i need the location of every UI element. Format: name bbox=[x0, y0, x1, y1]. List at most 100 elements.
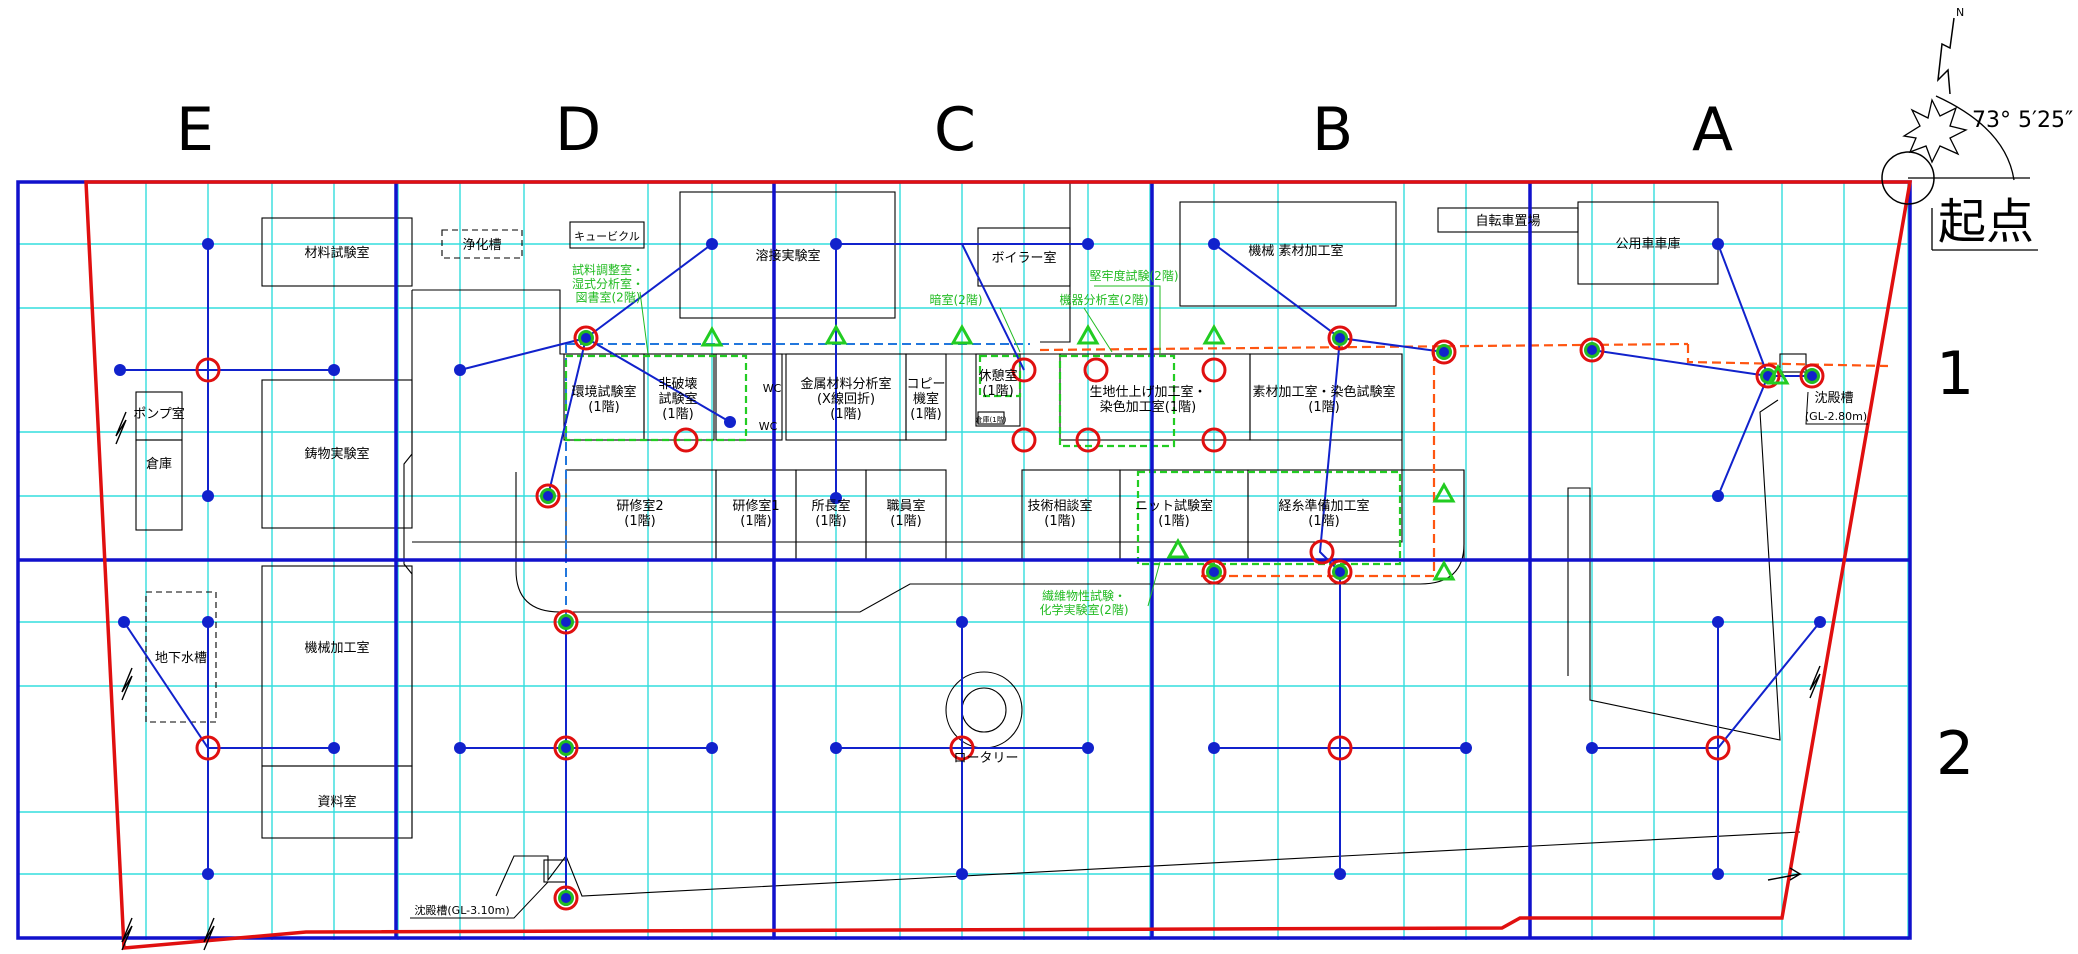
boring-point bbox=[1327, 559, 1353, 585]
sampling-point bbox=[1208, 742, 1220, 754]
compass-rose: N 73° 5′25″ 起点 bbox=[1881, 6, 2073, 251]
bearing-arc bbox=[1935, 95, 2015, 181]
seni-busei-note: 繊維物性試験・化学実験室(2階) bbox=[1040, 588, 1129, 617]
chika-label: 地下水槽 bbox=[155, 651, 207, 666]
rotary-inner bbox=[961, 687, 1007, 733]
sampling-point bbox=[1814, 616, 1826, 628]
kenro-note: 堅牢度試験(2階) bbox=[1090, 268, 1179, 283]
sampling-point bbox=[454, 364, 466, 376]
keishi-label: 経糸準備加工室(1階) bbox=[1278, 498, 1369, 529]
kiji-label: 生地仕上げ加工室・染色加工室(1階) bbox=[1089, 384, 1206, 415]
chinden-a-leader bbox=[1805, 391, 1868, 425]
sampling-point bbox=[1335, 333, 1345, 343]
survey-point-triangle bbox=[1766, 363, 1790, 385]
boring-point bbox=[1799, 363, 1825, 389]
survey-point-triangle bbox=[700, 325, 724, 347]
e1-cross bbox=[120, 244, 334, 496]
kenshu2-label: 研修室2(1階) bbox=[616, 498, 663, 529]
c2-cross bbox=[836, 622, 1088, 874]
row-label-2: 2 bbox=[1936, 719, 1974, 789]
sampling-point bbox=[1334, 868, 1346, 880]
survey-point-triangle bbox=[1202, 323, 1226, 345]
gijutsu-label: 技術相談室(1階) bbox=[1027, 498, 1092, 529]
sampling-point bbox=[114, 364, 126, 376]
north-label: N bbox=[1956, 6, 1964, 19]
sampling-point bbox=[328, 742, 340, 754]
sampling-point bbox=[1439, 347, 1449, 357]
sampling-point bbox=[328, 364, 340, 376]
e2-cross bbox=[123, 621, 334, 874]
break-icon-4 bbox=[203, 917, 215, 951]
shiryo-label: 資料室 bbox=[317, 794, 356, 810]
cubicle-label: キュービクル bbox=[574, 230, 640, 243]
site-south-road bbox=[495, 831, 1801, 897]
green-zone-4 bbox=[1136, 470, 1402, 566]
garage-label: 公用車車庫 bbox=[1615, 237, 1680, 252]
boring-point bbox=[1201, 357, 1227, 383]
kankyo-label: 環境試験室(1階) bbox=[571, 384, 636, 415]
survey-point-triangle bbox=[824, 323, 848, 345]
copy-room bbox=[905, 353, 947, 441]
green-zone-1 bbox=[564, 354, 748, 442]
markers bbox=[114, 238, 1826, 911]
chinden-a-label: 沈殿槽 bbox=[1814, 391, 1853, 406]
sampling-lines bbox=[120, 243, 1821, 900]
sampling-point bbox=[202, 238, 214, 250]
boring-point bbox=[1011, 357, 1037, 383]
column-label-b: B bbox=[1312, 95, 1353, 165]
chinden-d-leader bbox=[410, 881, 549, 919]
kiki-bunseki-note: 機器分析室(2階) bbox=[1060, 292, 1149, 307]
break-symbols bbox=[115, 411, 1821, 951]
wc-block bbox=[715, 353, 783, 441]
survey-point-triangle bbox=[1166, 537, 1190, 559]
green-zone-2 bbox=[978, 354, 1022, 398]
keishi-room bbox=[1247, 469, 1465, 561]
sampling-point bbox=[118, 616, 130, 628]
boring-point bbox=[1431, 339, 1457, 365]
a-zone-outline bbox=[1567, 399, 1781, 741]
jokaso-tank bbox=[441, 229, 523, 259]
sampling-point bbox=[1586, 742, 1598, 754]
north-arrow-icon bbox=[1937, 17, 1955, 95]
kyukei-room bbox=[975, 353, 1021, 427]
sampling-point bbox=[1208, 238, 1220, 250]
column-label-c: C bbox=[934, 95, 976, 165]
green-zone-3 bbox=[1058, 354, 1176, 448]
zairyo-room bbox=[261, 217, 413, 287]
boring-point bbox=[1327, 325, 1353, 351]
break-icon-1 bbox=[115, 411, 127, 445]
column-label-a: A bbox=[1692, 95, 1733, 165]
origin-label: 起点 bbox=[1938, 194, 2034, 250]
sampling-point bbox=[724, 416, 736, 428]
boring-point bbox=[195, 357, 221, 383]
yosetsu-room bbox=[679, 191, 896, 319]
survey-point-triangle bbox=[950, 323, 974, 345]
kenshu1-label: 研修室1(1階) bbox=[732, 498, 779, 529]
boring-point bbox=[553, 885, 579, 911]
sampling-point bbox=[561, 893, 571, 903]
survey-point-triangle bbox=[1432, 481, 1456, 503]
sampling-point bbox=[1460, 742, 1472, 754]
boring-point bbox=[573, 325, 599, 351]
sampling-point bbox=[1082, 238, 1094, 250]
d-west-wall bbox=[403, 290, 413, 838]
bearing-label: 73° 5′25″ bbox=[1972, 108, 2073, 133]
chuzo-label: 鋳物実験室 bbox=[304, 446, 369, 462]
sampling-point bbox=[1082, 742, 1094, 754]
sozai-senshoku-room bbox=[1249, 353, 1403, 441]
boring-point bbox=[1309, 539, 1335, 565]
pump-label: ポンプ室 bbox=[133, 406, 185, 422]
row-label-1: 1 bbox=[1936, 339, 1974, 409]
b2-cross bbox=[1214, 572, 1466, 874]
sampling-point bbox=[543, 491, 553, 501]
c1-links bbox=[585, 243, 1088, 498]
chika-tank bbox=[145, 591, 217, 723]
kikai-kako-label: 機械加工室 bbox=[304, 640, 369, 656]
boring-point bbox=[535, 483, 561, 509]
break-icon-3 bbox=[121, 917, 133, 951]
sampling-point bbox=[830, 238, 842, 250]
chinden-d-label: 沈殿槽(GL-3.10m) bbox=[414, 903, 509, 917]
sampling-point bbox=[1587, 345, 1597, 355]
boring-point bbox=[553, 735, 579, 761]
